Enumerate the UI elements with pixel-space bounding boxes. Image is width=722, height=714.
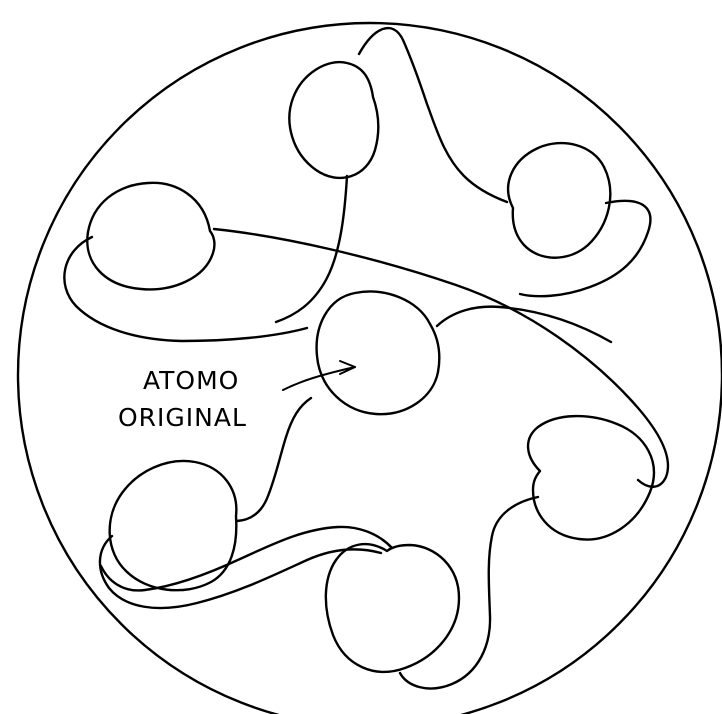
arrow-head xyxy=(340,361,355,374)
label-original-line2: ORIGINAL xyxy=(118,403,247,432)
lower-right-atom-heart xyxy=(528,416,654,539)
original-atom-heart xyxy=(317,292,440,415)
upper-left-atom-heart xyxy=(87,183,214,290)
lower-left-atom-tail xyxy=(100,536,381,608)
outer-circle xyxy=(18,23,722,714)
lower-left-atom-heart xyxy=(110,461,237,590)
top-atom-heart xyxy=(289,62,378,178)
top-atom-tail xyxy=(359,28,507,202)
lower-middle-atom-link xyxy=(101,527,392,591)
lower-left-atom-connection xyxy=(237,398,311,521)
lower-middle-atom-heart xyxy=(326,544,459,672)
upper-right-atom-heart xyxy=(508,143,610,258)
upper-left-atom-tail xyxy=(64,237,307,341)
center-right-link xyxy=(437,307,611,342)
label-atomo-line1: ATOMO xyxy=(143,366,239,395)
